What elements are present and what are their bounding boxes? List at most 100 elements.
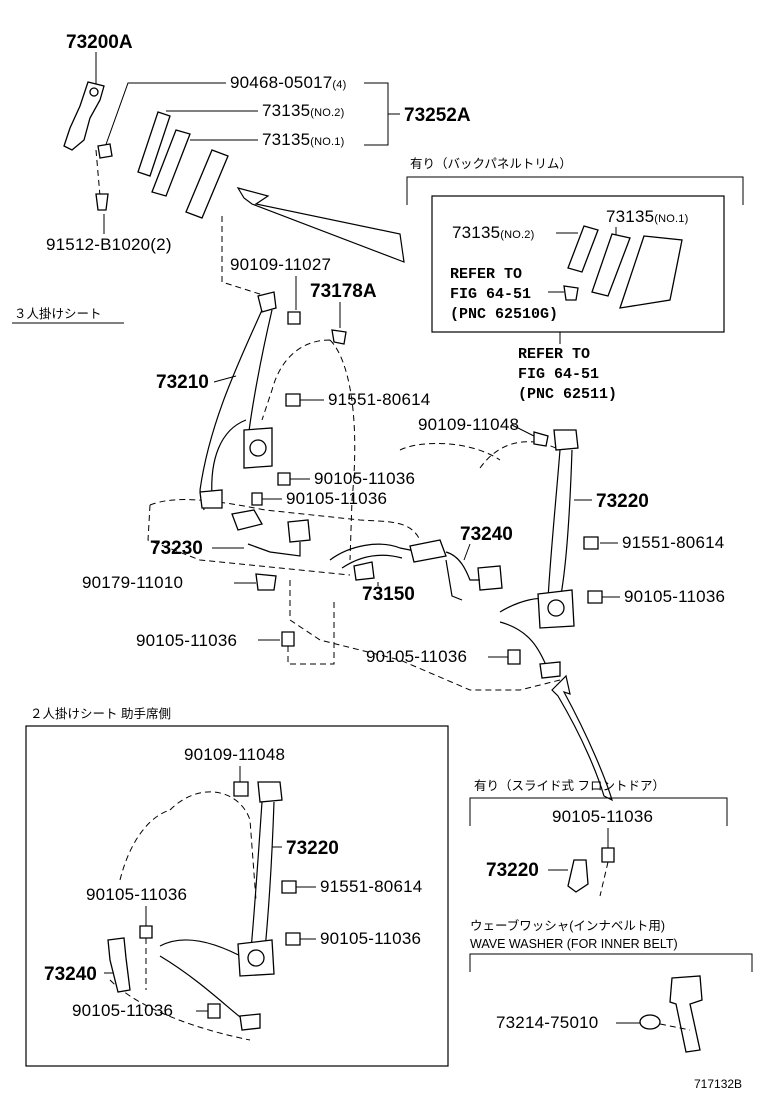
label-73200A: 73200A bbox=[66, 32, 133, 53]
refer-outer-line3: (PNC 62511) bbox=[518, 386, 617, 403]
caption-wave-washer-jp: ウェーブワッシャ(インナベルト用) bbox=[470, 918, 665, 933]
three-seat-section: ３人掛けシート 90109-11027 73178A 73210 91551-8… bbox=[12, 216, 725, 802]
label-73252A: 73252A bbox=[404, 105, 471, 126]
bolt-90105-b bbox=[251, 492, 263, 506]
cover-no2-panel bbox=[567, 225, 599, 273]
dashed-guide bbox=[221, 216, 267, 297]
label-90109-11027: 90109-11027 bbox=[230, 255, 331, 274]
leader bbox=[511, 424, 535, 437]
bolt-slide bbox=[601, 847, 615, 863]
shoulder-anchor-73220 bbox=[553, 429, 579, 451]
cover-73135-no2 bbox=[137, 111, 171, 177]
anchor-73220-slide bbox=[567, 859, 589, 893]
label-90109-11048: 90109-11048 bbox=[418, 415, 519, 434]
retractor-spool-73220 bbox=[547, 599, 565, 617]
top-group: 73200A 90468-05017(4) 73135(NO.2) 73135(… bbox=[46, 32, 471, 263]
belt-73210 bbox=[199, 309, 273, 511]
belt-73210-lap bbox=[211, 419, 247, 497]
cap-73178A bbox=[331, 329, 347, 345]
clip-panel bbox=[563, 285, 579, 301]
bracket bbox=[469, 797, 728, 826]
view-arrow-slide bbox=[551, 674, 613, 802]
cover-73135-no1 bbox=[151, 129, 191, 197]
shoulder-anchor-73210 bbox=[257, 291, 277, 313]
label-91551-80614-a: 91551-80614 bbox=[328, 390, 430, 409]
buckle-73230 bbox=[287, 519, 311, 543]
label-90468-05017: 90468-05017(4) bbox=[230, 73, 346, 92]
bolt-91551-a bbox=[285, 393, 301, 407]
buckle-73240-2 bbox=[107, 937, 131, 993]
buckle-73240-a bbox=[409, 539, 447, 563]
label-73135-no1-top: 73135(NO.1) bbox=[262, 130, 344, 149]
label-73230: 73230 bbox=[150, 538, 203, 559]
bolt-2a bbox=[139, 925, 153, 939]
label-90105-11036-d: 90105-11036 bbox=[136, 631, 237, 650]
bracket bbox=[469, 953, 753, 972]
bracket bbox=[406, 176, 744, 205]
refer-panel-line1: REFER TO bbox=[450, 266, 522, 283]
dashed-guide bbox=[95, 149, 101, 197]
leader bbox=[463, 543, 471, 561]
bolt-91551-2 bbox=[281, 880, 297, 894]
label-90179-11010: 90179-11010 bbox=[82, 573, 183, 592]
label-90105-11036-2a: 90105-11036 bbox=[86, 885, 187, 904]
leader bbox=[213, 375, 237, 383]
seat-outline-right bbox=[479, 441, 561, 469]
belt-73150 bbox=[329, 543, 421, 569]
caption-wave-washer-en: WAVE WASHER (FOR INNER BELT) bbox=[470, 937, 678, 951]
buckle-inner-belt bbox=[669, 975, 703, 1053]
belt-73220-2-lap bbox=[159, 939, 249, 1021]
slide-door-section: 有り（スライド式 フロントドア） 90105-11036 73220 bbox=[469, 779, 728, 897]
shoulder-anchor-2 bbox=[257, 781, 283, 803]
refer-outer-line1: REFER TO bbox=[518, 346, 590, 363]
back-panel-frame bbox=[431, 195, 725, 333]
bolt-2c bbox=[207, 1003, 221, 1019]
dashed-guide bbox=[659, 1023, 691, 1031]
buckle-strap bbox=[247, 542, 301, 557]
label-73210: 73210 bbox=[156, 372, 209, 393]
label-90105-11036-a: 90105-11036 bbox=[314, 469, 415, 488]
label-73220-slide: 73220 bbox=[486, 860, 539, 881]
bolt-91551-b bbox=[583, 536, 599, 550]
bolt-hole bbox=[89, 87, 99, 97]
lap-anchor bbox=[199, 489, 223, 509]
label-90105-11036-b: 90105-11036 bbox=[286, 489, 387, 508]
anchor-73150 bbox=[353, 561, 375, 581]
cover-no1-panel bbox=[591, 233, 631, 297]
label-73135-no2-panel: 73135(NO.2) bbox=[452, 223, 534, 242]
label-73214-75010: 73214-75010 bbox=[496, 1013, 598, 1032]
label-73220: 73220 bbox=[596, 491, 649, 512]
dashed-guide bbox=[287, 600, 335, 665]
label-90105-11036-slide: 90105-11036 bbox=[552, 807, 653, 826]
refer-panel-line2: FIG 64-51 bbox=[450, 286, 531, 303]
label-73178A: 73178A bbox=[310, 281, 377, 302]
anchor-bracket-73200A bbox=[63, 81, 105, 151]
seatback-outline bbox=[261, 339, 356, 561]
caption-two-seat: ２人掛けシート 助手席側 bbox=[30, 706, 171, 721]
bolt-2b bbox=[285, 932, 301, 946]
label-91551-80614-b: 91551-80614 bbox=[622, 533, 724, 552]
refer-outer: REFER TO FIG 64-51 (PNC 62511) bbox=[518, 332, 617, 403]
label-91512-B1020: 91512-B1020(2) bbox=[46, 235, 172, 254]
two-seat-section: ２人掛けシート 助手席側 90109-11048 73220 90105-110… bbox=[25, 706, 449, 1067]
bolt-90109-11027 bbox=[287, 311, 301, 325]
strap-73240 bbox=[445, 551, 480, 601]
seat-front-outline bbox=[147, 504, 351, 576]
bolt-90105-d bbox=[281, 631, 295, 647]
label-73135-no1-panel: 73135(NO.1) bbox=[606, 207, 688, 226]
caption-slide-door: 有り（スライド式 フロントドア） bbox=[474, 779, 665, 793]
retractor-spool bbox=[249, 439, 267, 457]
caption-back-panel: 有り（バックパネルトリム） bbox=[410, 157, 572, 171]
lower-anchor-2 bbox=[239, 1013, 261, 1031]
view-arrow bbox=[236, 187, 405, 263]
label-90105-11036-2b: 90105-11036 bbox=[320, 929, 421, 948]
label-90105-11036-2c: 90105-11036 bbox=[72, 1001, 173, 1020]
label-73135-no2-top: 73135(NO.2) bbox=[262, 101, 344, 120]
label-90109-11048-2: 90109-11048 bbox=[184, 745, 285, 764]
bolt-90105-e bbox=[507, 649, 521, 665]
bolt-91512 bbox=[95, 193, 109, 211]
retractor-spool-2 bbox=[247, 949, 265, 967]
back-panel-trim bbox=[619, 235, 683, 309]
bracket bbox=[364, 82, 400, 146]
